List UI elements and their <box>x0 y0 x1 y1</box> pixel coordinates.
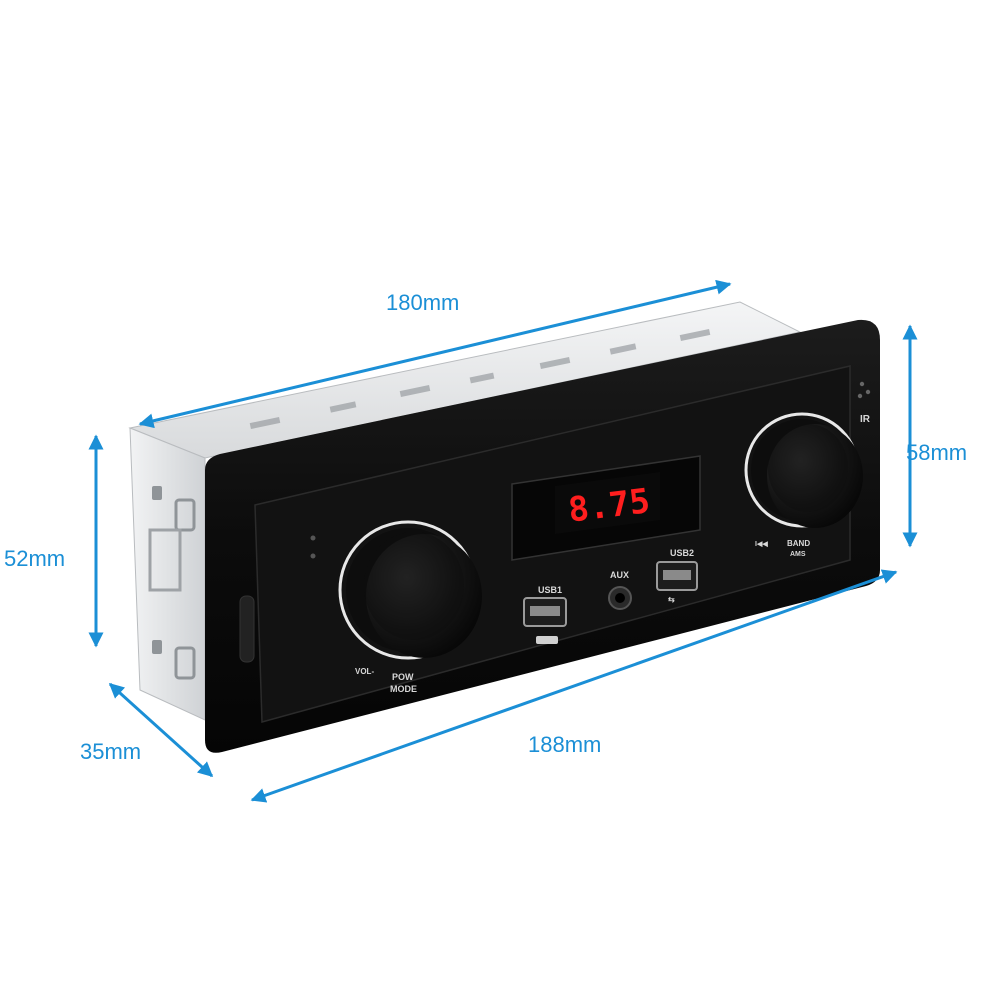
band-label: BAND <box>787 539 810 548</box>
usb-symbol-icon: ⇆ <box>668 595 675 604</box>
usb2-label: USB2 <box>670 548 694 558</box>
dimension-label-58: 58mm <box>906 440 968 465</box>
arrow-35 <box>108 682 214 778</box>
arrow-180 <box>138 279 732 429</box>
dimension-label-52: 52mm <box>4 546 66 571</box>
aux-port[interactable] <box>608 586 632 610</box>
display-readout: 8.75 <box>566 481 652 531</box>
mode-label: MODE <box>390 684 417 694</box>
usb1-label: USB1 <box>538 585 562 595</box>
display-window: 8.75 <box>511 455 701 561</box>
usb1-port[interactable] <box>523 597 567 627</box>
prev-label: I◀◀ <box>755 541 768 548</box>
usb2-port[interactable] <box>656 561 698 591</box>
aux-label: AUX <box>610 570 629 580</box>
charge-icon <box>536 636 558 644</box>
side-button[interactable] <box>239 595 255 663</box>
ir-label: IR <box>860 414 871 425</box>
dimension-label-180: 180mm <box>386 290 460 315</box>
tuning-knob[interactable] <box>744 412 863 528</box>
dimension-label-188: 188mm <box>528 732 602 757</box>
vol-label: VOL- <box>355 667 374 676</box>
ams-label: AMS <box>790 551 806 558</box>
power-label: POW <box>392 672 414 682</box>
dimension-label-35: 35mm <box>80 739 142 764</box>
arrow-188 <box>250 569 898 803</box>
dimension-arrows <box>88 279 918 803</box>
